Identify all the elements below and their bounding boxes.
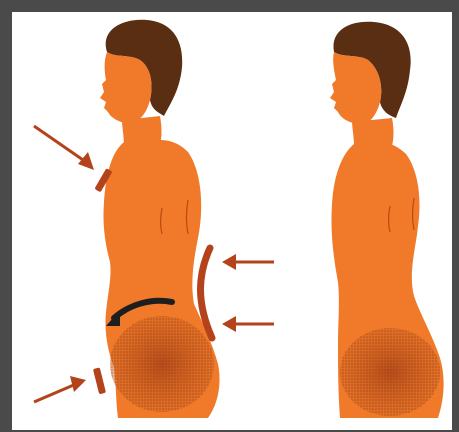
- marker-pelvis-front: [93, 367, 106, 394]
- pressure-arrow: [34, 376, 86, 402]
- pelvis-texture: [340, 328, 440, 416]
- illustration-panel: [12, 12, 452, 430]
- pressure-arrow: [34, 126, 94, 170]
- figure-left: [34, 20, 274, 418]
- pelvis-texture: [110, 316, 214, 412]
- neck-right: [352, 118, 394, 146]
- figure-right: [330, 22, 444, 418]
- pressure-arrow: [222, 254, 274, 270]
- posture-illustration: [12, 12, 452, 430]
- pressure-arrow: [222, 316, 274, 332]
